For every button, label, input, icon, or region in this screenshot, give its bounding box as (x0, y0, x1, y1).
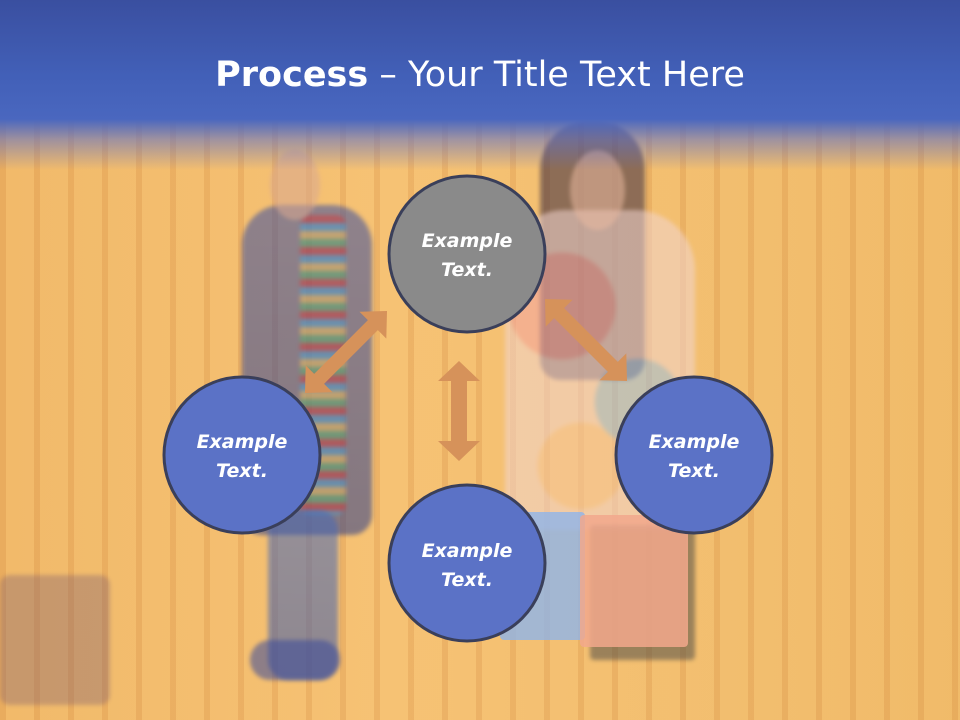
slide-title: Process – Your Title Text Here (0, 52, 960, 98)
node-bottom-line2: Text. (441, 569, 493, 591)
process-node-right[interactable]: Example Text. (614, 375, 774, 535)
background-shoes (250, 640, 340, 680)
node-right-line2: Text. (668, 460, 720, 482)
node-top-line1: Example (422, 230, 513, 252)
arrow-top-left (304, 310, 388, 394)
background-bag-pink (580, 515, 688, 647)
node-right-line1: Example (649, 431, 740, 453)
title-band (0, 0, 960, 170)
node-left-line1: Example (197, 431, 288, 453)
title-bold: Process (215, 55, 369, 95)
node-top-line2: Text. (441, 259, 493, 281)
title-dash: – (368, 55, 408, 95)
arrow-center-vertical (438, 361, 480, 461)
process-node-bottom[interactable]: Example Text. (387, 483, 547, 643)
process-node-top[interactable]: Example Text. (387, 174, 547, 334)
background-floor-bags (0, 575, 110, 705)
title-rest: Your Title Text Here (407, 55, 745, 95)
process-node-left[interactable]: Example Text. (162, 375, 322, 535)
node-bottom-line1: Example (422, 540, 513, 562)
arrow-top-right (544, 298, 628, 382)
node-left-line2: Text. (216, 460, 268, 482)
